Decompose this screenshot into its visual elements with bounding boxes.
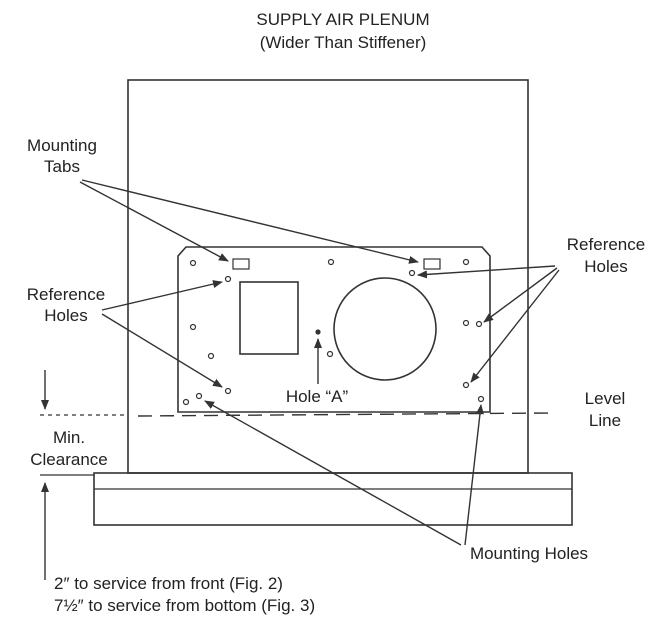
reference-hole-left-bottom <box>224 387 232 395</box>
title-line-2: (Wider Than Stiffener) <box>260 33 427 52</box>
reference-holes-right-label-1: Reference <box>567 235 645 254</box>
reference-holes-right-label-2: Holes <box>584 257 627 276</box>
min-clearance-label-2: Clearance <box>30 450 108 469</box>
rectangular-opening <box>239 281 299 355</box>
title-line-1: SUPPLY AIR PLENUM <box>256 10 429 29</box>
mounting-hole-left <box>195 392 203 400</box>
mounting-holes-label: Mounting Holes <box>470 544 588 563</box>
reference-hole-left-top <box>224 275 232 283</box>
leader-mounting-tab-left <box>79 181 229 262</box>
reference-hole-right-bottom <box>462 381 470 389</box>
hole-a-label: Hole “A” <box>286 387 349 406</box>
leader-reference-right-bottom <box>470 269 560 383</box>
hole-a <box>315 329 321 335</box>
leader-reference-right-top <box>417 265 556 279</box>
reference-hole-right-top <box>408 269 416 277</box>
mounting-hole-right <box>477 395 485 403</box>
min-clearance-label-1: Min. <box>53 428 85 447</box>
mounting-plate <box>177 246 491 413</box>
level-line-label-2: Line <box>589 411 621 430</box>
level-line-label-1: Level <box>585 389 626 408</box>
circular-opening <box>333 277 437 381</box>
mounting-tab-left <box>232 258 250 270</box>
mounting-tabs-label-2: Tabs <box>44 157 80 176</box>
base-stiffener <box>93 472 573 526</box>
reference-holes-left-label-2: Holes <box>44 306 87 325</box>
level-line <box>137 412 553 417</box>
reference-holes-left-label-1: Reference <box>27 285 105 304</box>
leader-reference-left-top <box>101 280 223 311</box>
leader-reference-left-bottom <box>101 313 223 388</box>
leader-reference-right-mid <box>483 267 558 323</box>
service-front-text: 2″ to service from front (Fig. 2) <box>54 574 283 593</box>
service-bottom-text: 7½″ to service from bottom (Fig. 3) <box>54 596 315 615</box>
mounting-tabs-label-1: Mounting <box>27 136 97 155</box>
mounting-tab-right <box>423 258 441 270</box>
leader-mounting-hole-left <box>204 400 462 546</box>
reference-hole-right-mid <box>475 320 483 328</box>
leader-mounting-hole-right <box>464 404 484 546</box>
leader-mounting-tab-right <box>81 179 419 264</box>
